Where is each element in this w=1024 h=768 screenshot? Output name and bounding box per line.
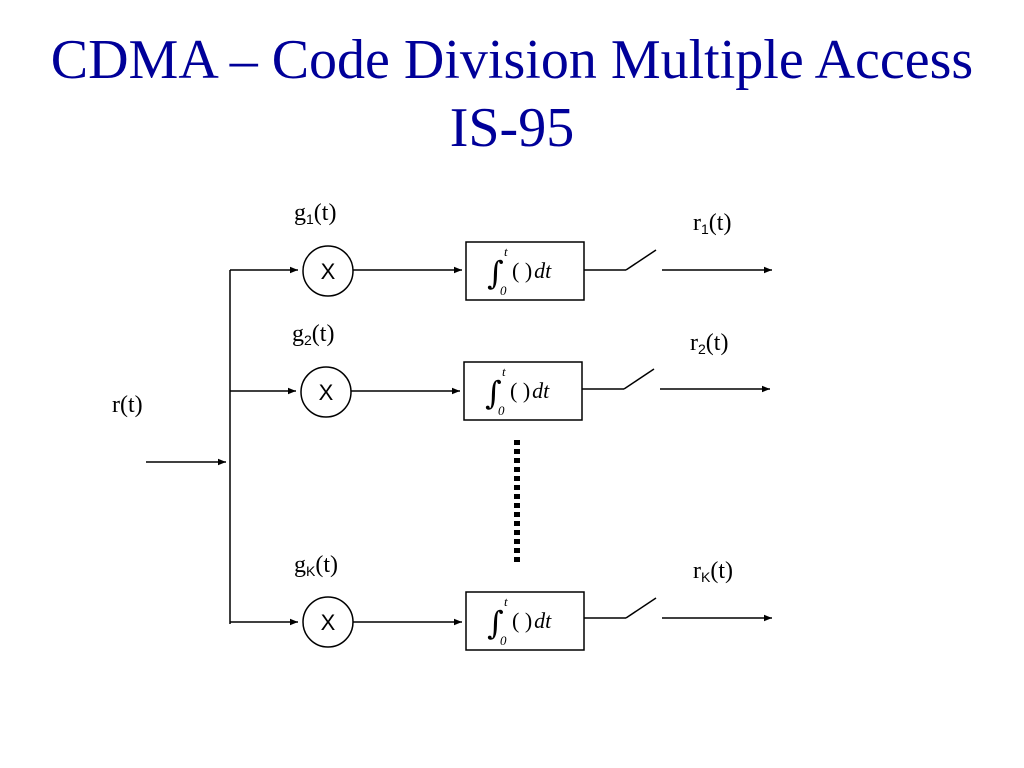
integral-upper-limit-2: t (502, 364, 506, 379)
integrand-1: ( )dt (512, 258, 552, 283)
sampler-switch-1 (625, 249, 657, 271)
code-label-2: g2(t) (292, 321, 334, 348)
multiplier-2 (300, 366, 352, 418)
input-signal-label: r(t) (112, 392, 143, 418)
branch-k: gK(t) X ∫ t 0 ( )dt rK(t) (230, 552, 772, 651)
output-label-k: rK(t) (693, 558, 733, 585)
multiplier-symbol-2: X (319, 380, 334, 405)
integral-sign-k: ∫ (487, 604, 504, 642)
integral-lower-limit-k: 0 (500, 633, 507, 648)
integrator-k (465, 591, 585, 651)
integral-sign-2: ∫ (485, 374, 502, 412)
code-label-k: gK(t) (294, 552, 338, 579)
integrator-2 (463, 361, 583, 421)
slide-title: CDMA – Code Division Multiple Access (50, 29, 974, 91)
integral-lower-limit-2: 0 (498, 403, 505, 418)
output-label-1: r1(t) (693, 210, 731, 237)
integral-upper-limit-1: t (504, 244, 508, 259)
code-label-1: g1(t) (294, 200, 336, 227)
multiplier-1 (302, 245, 354, 297)
integral-upper-limit-k: t (504, 594, 508, 609)
output-label-2: r2(t) (690, 330, 728, 357)
sampler-switch-2 (623, 368, 655, 390)
branch-2: g2(t) X ∫ t 0 ( )dt r2(t) (230, 321, 770, 421)
integral-lower-limit-1: 0 (500, 283, 507, 298)
integrator-1 (465, 241, 585, 301)
multiplier-symbol-1: X (321, 259, 336, 284)
integral-sign-1: ∫ (487, 254, 504, 292)
slide-subtitle: IS-95 (449, 97, 575, 159)
integrand-k: ( )dt (512, 608, 552, 633)
integrand-2: ( )dt (510, 378, 550, 403)
branch-1: g1(t) X ∫ t 0 ( )dt r1(t) (230, 200, 772, 301)
multiplier-symbol-k: X (321, 610, 336, 635)
sampler-switch-k (625, 597, 657, 619)
